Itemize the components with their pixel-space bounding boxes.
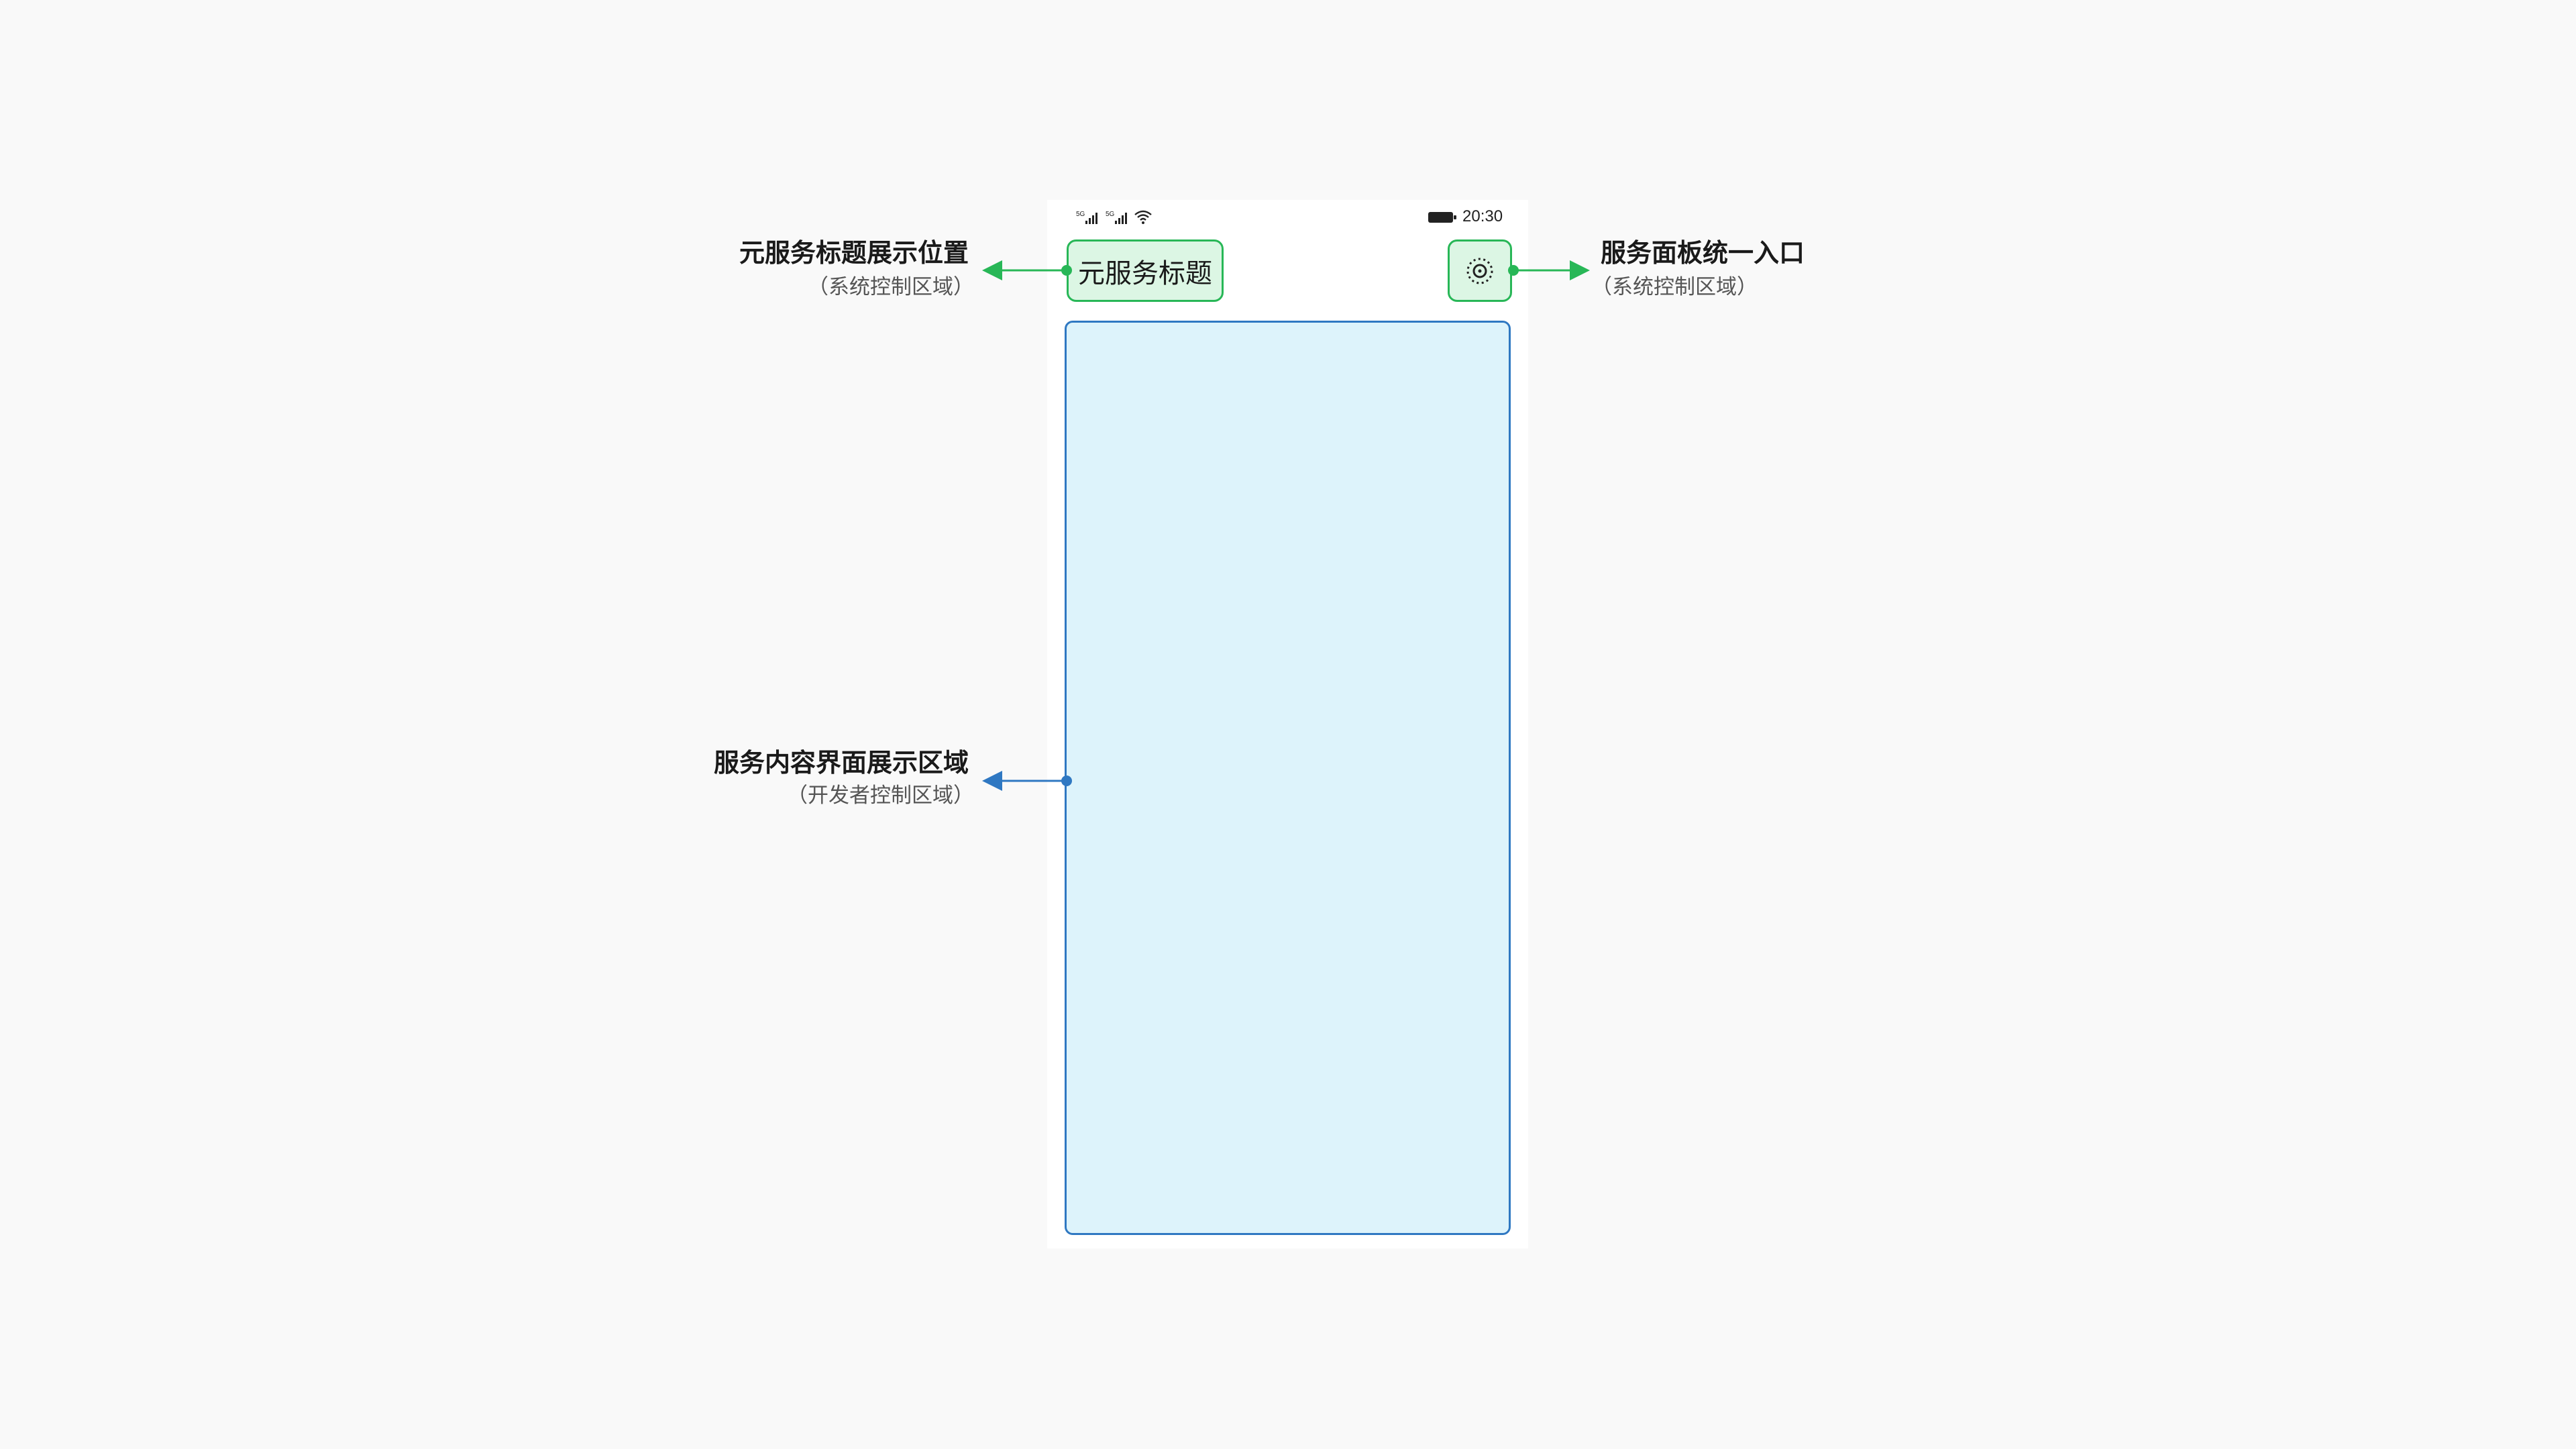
- service-panel-icon: [1466, 258, 1493, 284]
- content-area-sub: （开发者控制区域）: [787, 784, 974, 808]
- content-area-label: 服务内容界面展示区域: [713, 748, 969, 777]
- signal-icon: 5G: [1076, 209, 1103, 225]
- title-position-sub: （系统控制区域）: [808, 275, 974, 299]
- service-panel-button[interactable]: [1448, 239, 1512, 302]
- title-position-label: 元服务标题展示位置: [739, 238, 969, 268]
- service-content-area: [1065, 321, 1511, 1235]
- battery-icon: [1428, 211, 1457, 227]
- signal-icon: 5G: [1106, 209, 1132, 225]
- panel-entry-sub: （系统控制区域）: [1591, 275, 1758, 299]
- mini-program-title: 元服务标题: [1067, 239, 1224, 302]
- svg-text:5G: 5G: [1076, 211, 1085, 218]
- status-time: 20:30: [1462, 207, 1503, 225]
- svg-text:5G: 5G: [1106, 211, 1115, 218]
- wifi-icon: [1134, 209, 1152, 227]
- panel-entry-label: 服务面板统一入口: [1601, 238, 1805, 268]
